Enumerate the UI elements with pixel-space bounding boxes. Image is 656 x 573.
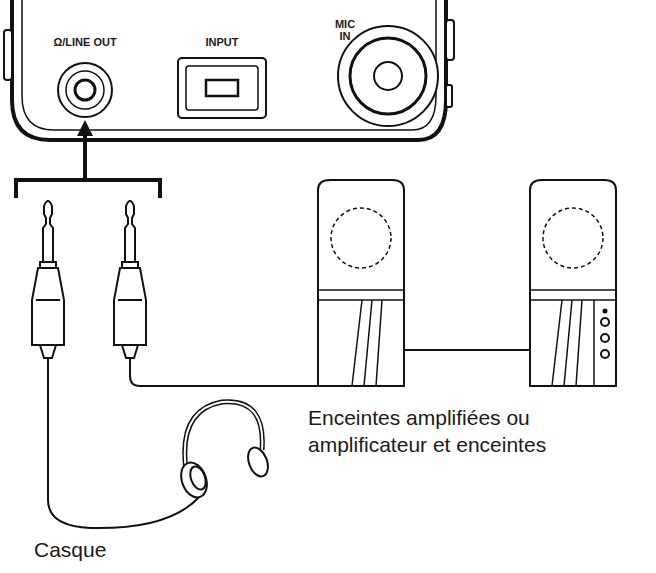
left-speaker: [318, 180, 404, 386]
headphones: [177, 402, 272, 501]
headphone-cable: [48, 358, 200, 528]
usb-input: [178, 58, 266, 118]
right-speaker: [530, 180, 616, 386]
insert-arrow: [83, 128, 87, 178]
split-bracket: [16, 180, 160, 198]
line-out-jack: [58, 63, 112, 117]
headphone-plug: [32, 201, 64, 358]
speaker-cable: [130, 358, 318, 386]
headphone-caption: Casque: [34, 536, 154, 563]
jack-label: Ω/LINE OUT: [40, 36, 130, 48]
mic-in-jack: [338, 26, 438, 126]
speaker-link-cable: [404, 349, 530, 351]
jack-label: MIC IN: [330, 18, 360, 42]
jack-label: INPUT: [192, 36, 252, 48]
speaker-plug: [114, 201, 146, 358]
recorder-body: [4, 0, 454, 140]
speaker-caption: Enceintes amplifiées ou amplificateur et…: [308, 404, 650, 458]
